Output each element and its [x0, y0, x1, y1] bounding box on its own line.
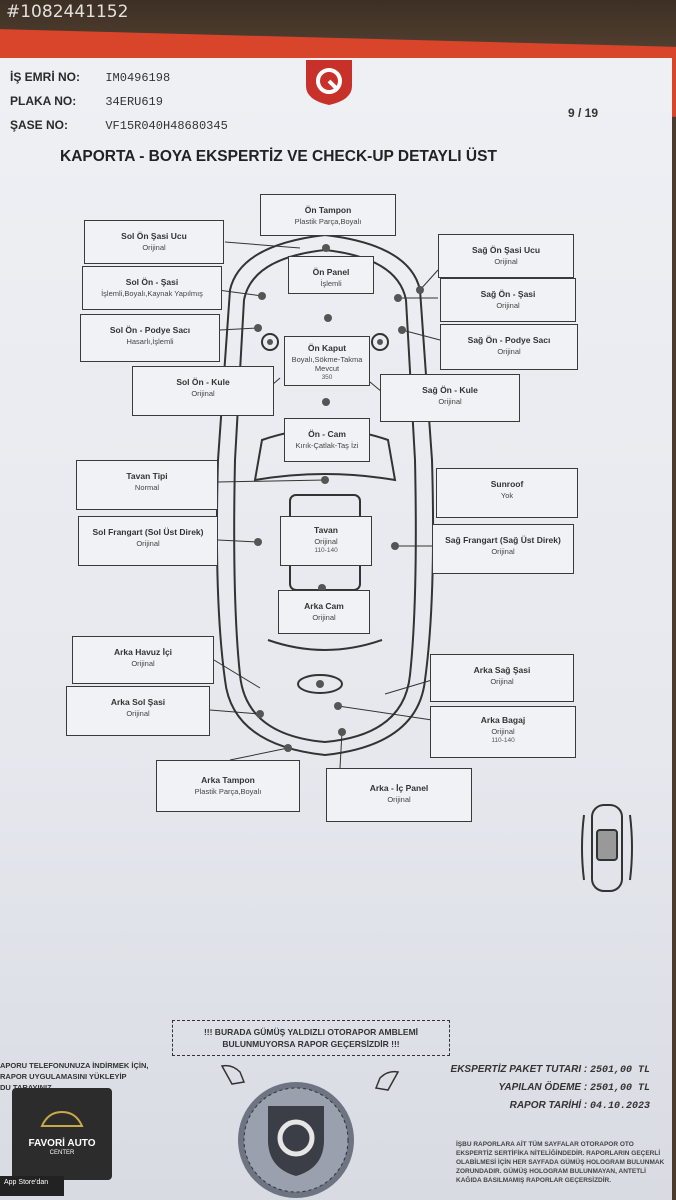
dealer-car-logo-icon — [40, 1110, 84, 1127]
plaka-value: 34ERU619 — [105, 95, 163, 109]
hologram-notice: !!! BURADA GÜMÜŞ YALDIZLI OTORAPOR AMBLE… — [172, 1020, 450, 1056]
app-store-label: App Store'dan — [0, 1176, 64, 1196]
car-topview-icon — [581, 804, 633, 892]
report-title: KAPORTA - BOYA EKSPERTİZ VE CHECK-UP DET… — [60, 148, 497, 165]
sase-row: ŞASE NO: VF15R040H48680345 — [10, 118, 228, 133]
rapor-tarihi-row: RAPOR TARİHİ : 04.10.2023 — [509, 1100, 650, 1112]
dealer-badge — [12, 1088, 112, 1180]
listing-id-watermark: #1082441152 — [6, 2, 129, 22]
plaka-row: PLAKA NO: 34ERU619 — [10, 94, 163, 109]
pointing-hand-right-icon — [374, 1070, 400, 1091]
page-number: 9 / 19 — [568, 106, 599, 120]
is-emri-label: İŞ EMRİ NO: — [10, 70, 81, 84]
yapilan-odeme-row: YAPILAN ÖDEME : 2501,00 TL — [498, 1082, 650, 1094]
pointing-hand-left-icon — [220, 1064, 246, 1085]
dealer-name: FAVORİ AUTO — [28, 1138, 96, 1149]
is-emri-row: İŞ EMRİ NO: IM0496198 — [10, 70, 170, 85]
plaka-label: PLAKA NO: — [10, 94, 77, 108]
part-sol-frangart: Sol Frangart (Sol Üst Direk)Orijinal — [78, 516, 218, 566]
dealer-sub: CENTER — [49, 1150, 75, 1156]
sase-label: ŞASE NO: — [10, 118, 69, 132]
is-emri-value: IM0496198 — [105, 71, 171, 85]
app-download-note: APORU TELEFONUNUZA İNDİRMEK İÇİN,RAPOR U… — [0, 1061, 149, 1092]
validity-footer: İŞBU RAPORLARA AİT TÜM SAYFALAR OTORAPOR… — [456, 1141, 665, 1184]
paket-tutari-row: EKSPERTİZ PAKET TUTARI : 2501,00 TL — [450, 1064, 650, 1076]
sase-value: VF15R040H48680345 — [105, 119, 228, 133]
part-sag-frangart: Sağ Frangart (Sağ Üst Direk)Orijinal — [432, 524, 574, 574]
otorapor-logo-icon — [306, 60, 352, 105]
hologram-seal-icon — [238, 1082, 354, 1198]
